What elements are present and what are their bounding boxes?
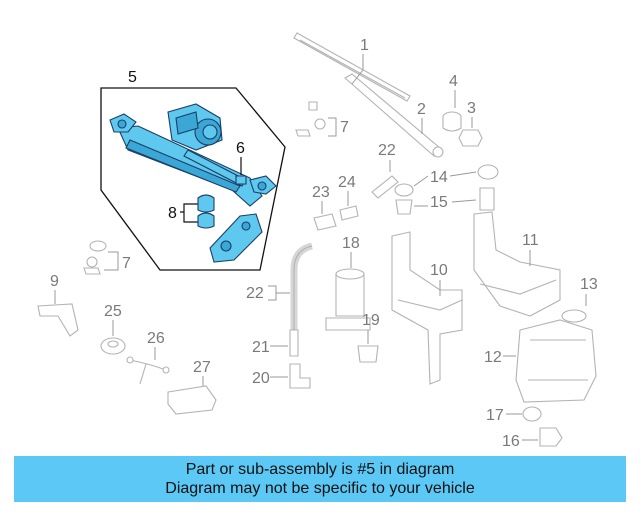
callout-12: 12 [484,349,502,366]
callout-16: 16 [502,433,520,450]
callout-7-lower: 7 [122,255,131,272]
callout-4: 4 [449,73,458,90]
callout-15: 15 [430,194,448,211]
callout-25: 25 [104,303,122,320]
part-13-seal [561,309,587,323]
part-5-wiper-linkage-assembly: 5 [100,69,286,271]
callout-14-left: 14 [430,169,448,186]
part-27-connector [167,385,217,415]
callout-18: 18 [342,235,360,252]
banner-line-1: Part or sub-assembly is #5 in diagram [185,461,455,478]
part-21-tube [289,329,299,357]
callout-10: 10 [430,262,448,279]
part-25-grommet [100,337,126,355]
callout-5: 5 [128,69,137,86]
part-22-hose [290,242,313,330]
part-15-clip-right [479,187,495,211]
callout-2: 2 [417,101,426,118]
part-14-cap [477,164,499,180]
part-9-bracket [37,303,79,337]
part-10-reservoir [391,231,463,385]
callout-17: 17 [486,407,504,424]
part-22-connector-upper [371,175,399,199]
callout-7-upper: 7 [340,119,349,136]
part-15-clip-left [395,199,413,215]
callout-13: 13 [580,276,598,293]
callout-1: 1 [360,37,369,54]
part-3-nut [458,129,483,147]
part-26-hose [126,356,170,385]
wiper-blade-part-1 [293,32,411,102]
part-4-grommet [442,111,462,132]
callout-27: 27 [193,359,211,376]
callout-3: 3 [467,100,476,117]
callout-20: 20 [252,370,270,387]
banner-line-2: Diagram may not be specific to your vehi… [165,480,475,497]
part-17-grommet [522,406,542,422]
part-7-bolts-upper [295,101,326,137]
part-23-nozzle [313,213,337,231]
callout-11: 11 [522,232,539,249]
wiper-arm-part-2 [344,73,444,158]
callout-6: 6 [236,140,245,157]
callout-19: 19 [362,312,380,329]
part-24-jet [339,205,359,221]
part-16-clip [539,427,563,447]
callout-21: 21 [252,339,270,356]
part-18-washer-pump [325,268,371,331]
callout-26: 26 [147,330,165,347]
callout-8: 8 [168,205,177,222]
part-19-grommet [357,345,379,363]
part-12-tank [515,319,597,403]
callout-9: 9 [50,273,59,290]
part-7-bolts-lower [83,240,107,275]
part-8-bracket [209,213,263,263]
part-8-grommets [197,194,215,229]
parts-diagram: 1 2 4 3 7 5 6 [37,32,598,450]
callout-22-upper: 22 [378,142,396,159]
callout-23: 23 [312,184,330,201]
callout-24: 24 [338,174,356,191]
part-20-elbow [289,363,311,389]
callout-22-lower: 22 [246,285,264,302]
info-banner: Part or sub-assembly is #5 in diagram Di… [14,456,626,502]
part-14-grommet [394,183,414,197]
part-11-reservoir [473,211,561,317]
